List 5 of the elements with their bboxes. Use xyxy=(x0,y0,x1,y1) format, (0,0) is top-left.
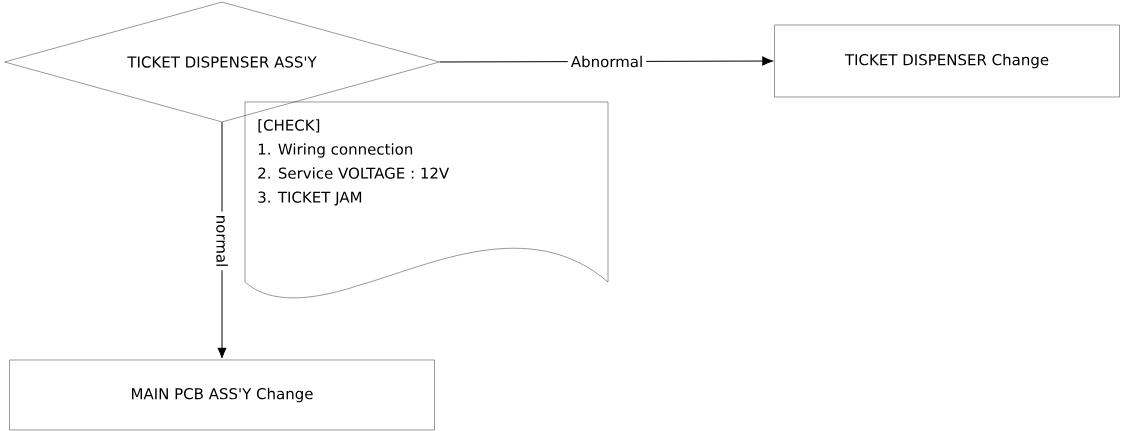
edge-label: Abnormal xyxy=(567,52,647,71)
process-box: MAIN PCB ASS'Y Change xyxy=(9,359,435,431)
edge-label: normal xyxy=(213,211,231,271)
note-document: [CHECK] 1. Wiring connection 2. Service VOLTAGE : 12V 3. TICKET JAM xyxy=(244,101,609,299)
process-box: TICKET DISPENSER Change xyxy=(774,24,1120,98)
